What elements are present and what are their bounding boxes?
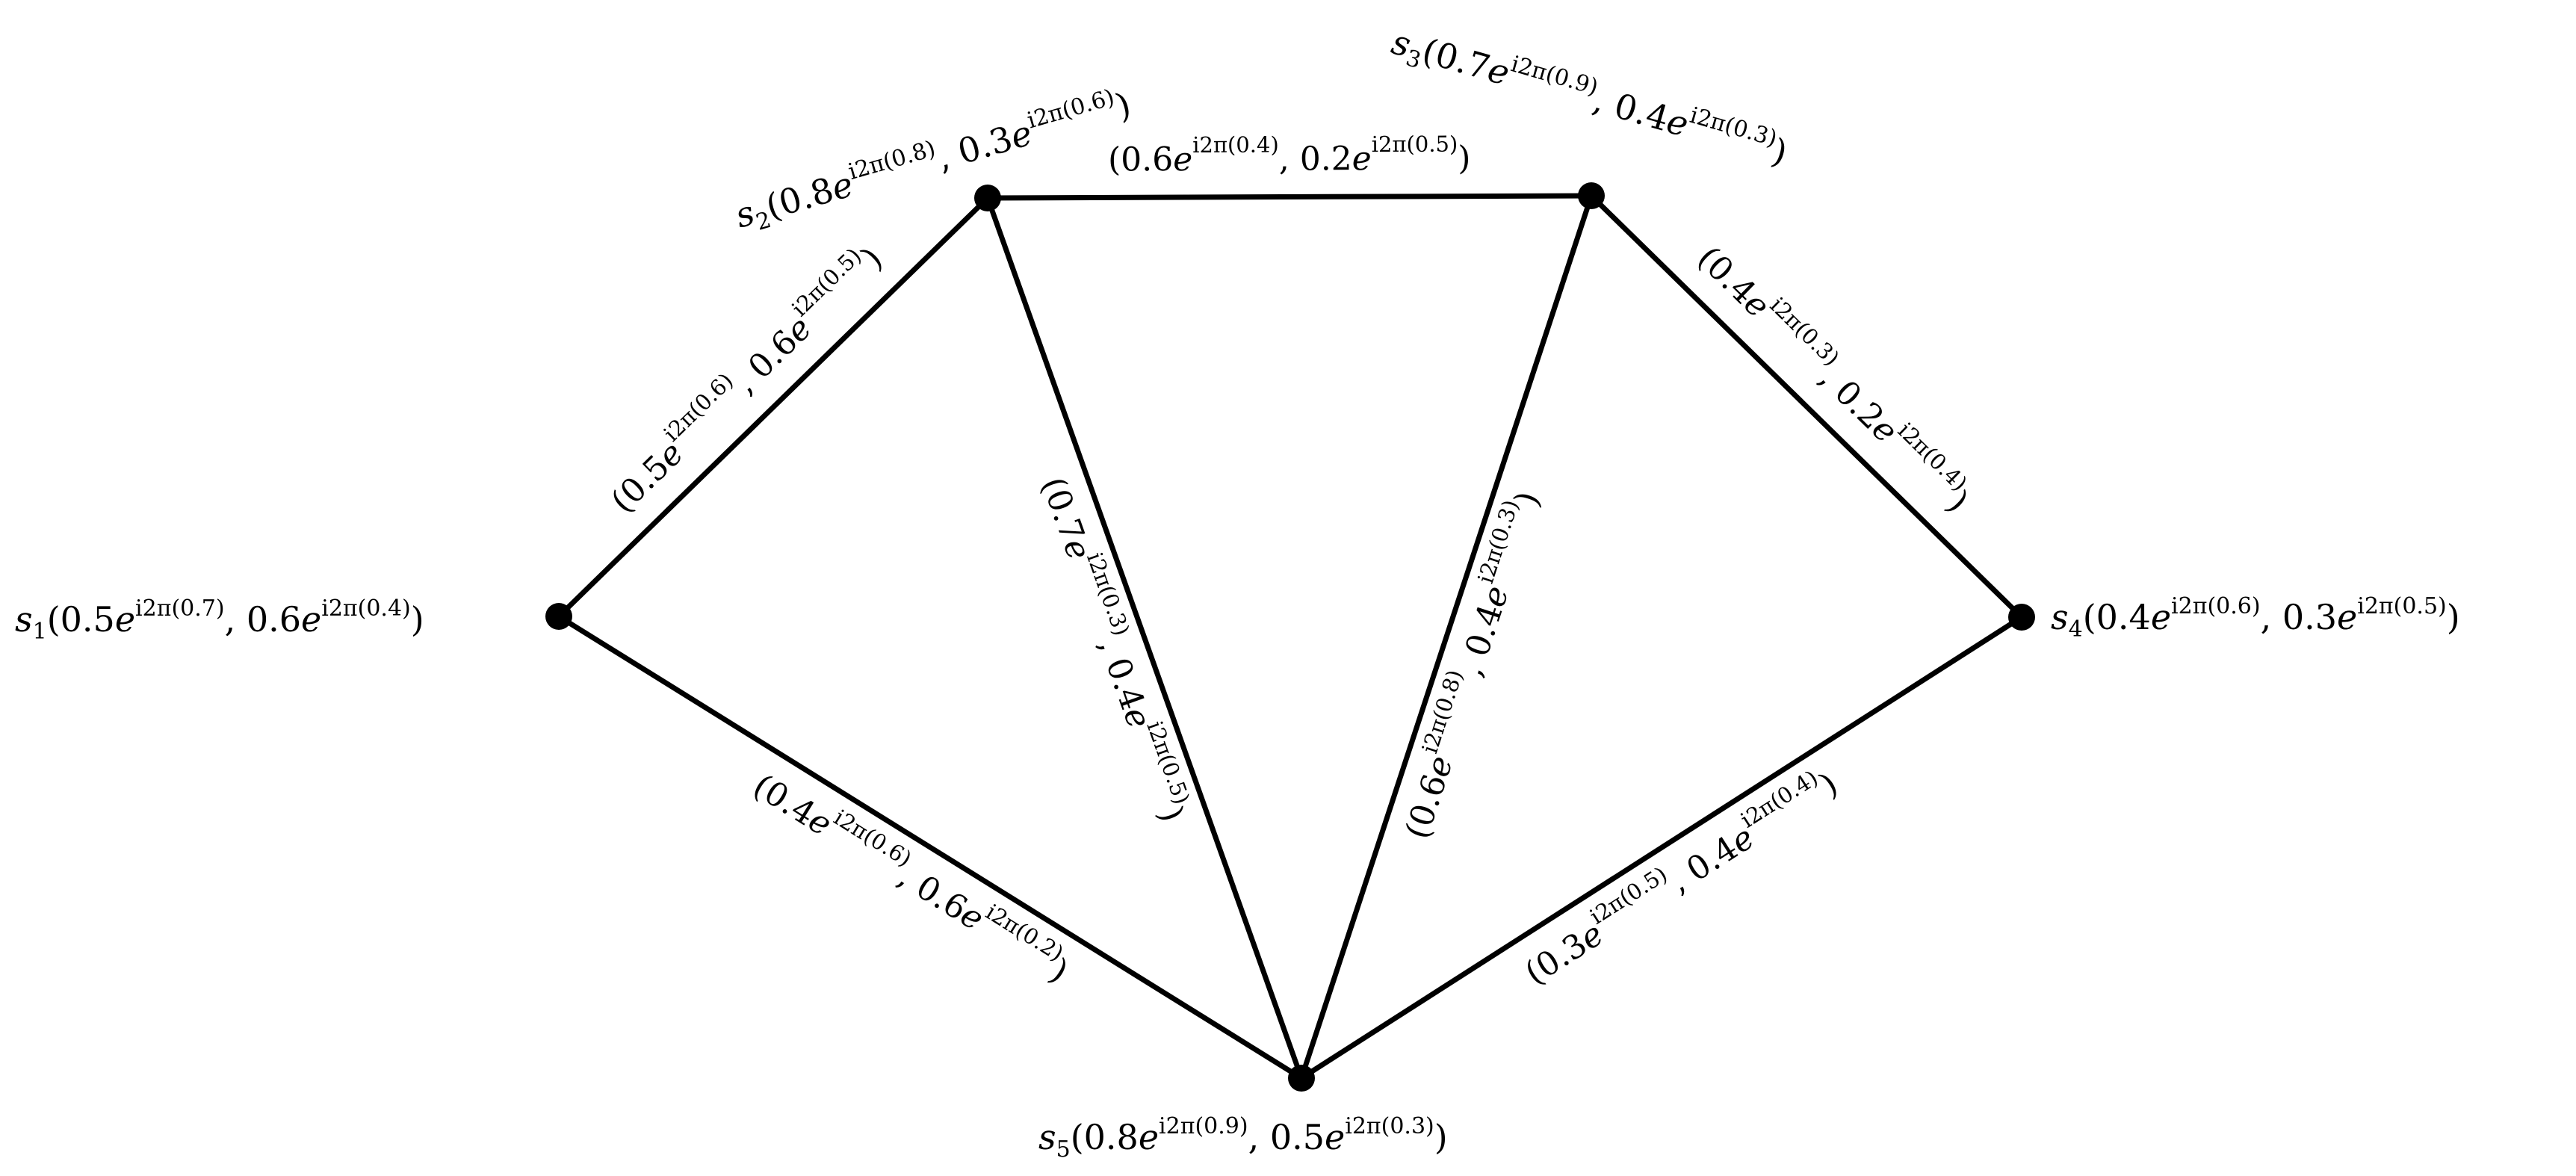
vertex-s4	[2008, 604, 2035, 631]
vertex-s5	[1288, 1065, 1315, 1092]
edge-s4-s5	[1298, 614, 2025, 1081]
edge-label-s3-s5: (0.6ei2π(0.8), 0.4ei2π(0.3))	[1390, 484, 1547, 843]
edge-s3-s5	[1298, 193, 1594, 1081]
vertex-labels-layer: s1(0.5ei2π(0.7), 0.6ei2π(0.4)) s2(0.8ei2π…	[15, 22, 2460, 1163]
vertex-s2	[974, 185, 1001, 211]
vertex-s1	[545, 603, 572, 630]
edge-label-s4-s5: (0.3ei2π(0.5), 0.4ei2π(0.4))	[1514, 758, 1845, 993]
edge-s2-s3	[985, 193, 1594, 201]
edge-label-s3-s4: (0.4ei2π(0.3), 0.2ei2π(0.4))	[1690, 233, 1981, 520]
edges-layer	[556, 193, 2025, 1081]
edge-s3-s4	[1588, 193, 2025, 620]
edge-s1-s5	[556, 613, 1304, 1081]
edge-s1-s2	[556, 195, 991, 619]
nodes-layer	[545, 182, 2035, 1092]
edge-label-s1-s5: (0.4ei2π(0.6), 0.6ei2π(0.2))	[746, 760, 1079, 991]
edge-label-s2-s5: (0.7ei2π(0.3), 0.4ei2π(0.5))	[1034, 469, 1199, 826]
vertex-s3	[1578, 182, 1605, 209]
edge-labels-layer: (0.5ei2π(0.6), 0.6ei2π(0.5)) (0.6ei2π(0.4…	[598, 131, 1981, 993]
vertex-label-s4: s4(0.4ei2π(0.6), 0.3ei2π(0.5))	[2051, 593, 2460, 643]
edge-s2-s5	[985, 195, 1304, 1081]
edge-label-s2-s3: (0.6ei2π(0.4), 0.2ei2π(0.5))	[1108, 131, 1471, 179]
vertex-label-s1: s1(0.5ei2π(0.7), 0.6ei2π(0.4))	[15, 595, 424, 645]
vertex-label-s5: s5(0.8ei2π(0.9), 0.5ei2π(0.3))	[1038, 1113, 1448, 1163]
vertex-label-s2: s2(0.8ei2π(0.8), 0.3ei2π(0.6))	[730, 81, 1137, 241]
edge-label-s1-s2: (0.5ei2π(0.6), 0.6ei2π(0.5))	[598, 234, 890, 520]
